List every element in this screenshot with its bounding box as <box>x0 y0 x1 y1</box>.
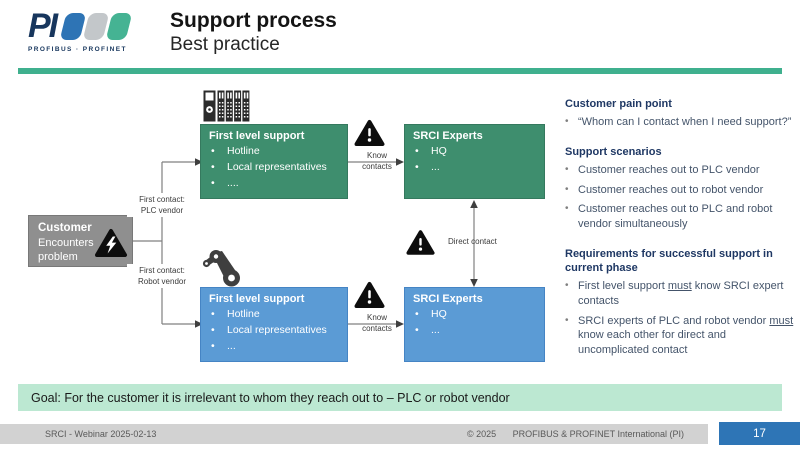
plc-first-level-support-box: First level support •Hotline •Local repr… <box>200 124 348 199</box>
page-number-badge: 17 <box>719 422 800 445</box>
box-bullet: •Hotline <box>211 308 260 320</box>
box-bullet: •Hotline <box>211 145 260 157</box>
notes-column: Customer pain point • “Whom can I contac… <box>565 97 798 362</box>
box-bullet: •HQ <box>415 308 447 320</box>
footer-bar: SRCI - Webinar 2025-02-13 © 2025 PROFIBU… <box>0 424 708 444</box>
requirement-bullet: • SRCI experts of PLC and robot vendor m… <box>565 314 794 356</box>
slide-subtitle: Best practice <box>170 34 280 56</box>
box-title: SRCI Experts <box>413 293 483 305</box>
requirement-bullet: • First level support must know SRCI exp… <box>565 280 784 307</box>
warning-icon-robot <box>354 281 385 309</box>
slide-title-block: Support process Best practice <box>170 8 337 57</box>
box-bullet: •.... <box>211 176 239 189</box>
box-bullet: •Local representatives <box>211 323 327 336</box>
pain-point-bullet: • “Whom can I contact when I need suppor… <box>565 116 792 129</box>
customer-box-title: Customer <box>38 222 92 234</box>
logo-chip-green <box>105 12 133 40</box>
box-bullet: •HQ <box>415 145 447 157</box>
robot-srci-experts-box: SRCI Experts •HQ •... <box>404 287 545 362</box>
logo-chip-gray <box>82 12 110 40</box>
warning-icon-direct <box>406 230 435 255</box>
scenario-bullet: • Customer reaches out to robot vendor <box>565 183 764 196</box>
customer-box-body: Encounters problem <box>38 236 94 264</box>
footer-webinar-label: SRCI - Webinar 2025-02-13 <box>45 429 157 439</box>
pi-logo-mark: PI <box>28 7 133 45</box>
robot-first-level-support-box: First level support •Hotline •Local repr… <box>200 287 348 362</box>
requirements-heading: Requirements for successful support in c… <box>565 247 773 275</box>
scenarios-heading: Support scenarios <box>565 145 662 158</box>
pi-logo-subtitle: PROFIBUS · PROFINET <box>28 46 127 53</box>
direct-contact-label: Direct contact <box>448 237 497 246</box>
scenario-bullet: • Customer reaches out to PLC vendor <box>565 164 760 177</box>
know-contacts-label-robot: Know contacts <box>362 313 392 333</box>
customer-box: Customer Encounters problem <box>28 215 133 267</box>
robot-arm-icon <box>202 250 240 287</box>
box-bullet: •Local representatives <box>211 160 327 173</box>
box-bullet: •... <box>415 160 440 173</box>
warning-icon-plc <box>354 119 385 147</box>
first-contact-robot-label: First contact: Robot vendor <box>127 264 197 289</box>
box-bullet: •... <box>211 339 236 352</box>
pi-logo-text: PI <box>28 7 58 45</box>
box-title: First level support <box>209 293 305 305</box>
first-contact-plc-label: First contact: PLC vendor <box>127 193 197 218</box>
box-title: First level support <box>209 130 305 142</box>
footer-copyright: © 2025 <box>467 429 497 439</box>
slide-title: Support process <box>170 9 337 32</box>
plc-srci-experts-box: SRCI Experts •HQ •... <box>404 124 545 199</box>
pi-logo: PI PROFIBUS · PROFINET <box>28 7 133 53</box>
box-title: SRCI Experts <box>413 130 483 142</box>
footer-organization: PROFIBUS & PROFINET International (PI) <box>512 429 684 439</box>
pain-point-heading: Customer pain point <box>565 98 672 110</box>
plc-device-icon <box>203 90 250 122</box>
problem-warning-icon <box>95 229 127 257</box>
know-contacts-label-plc: Know contacts <box>362 151 392 171</box>
goal-banner: Goal: For the customer it is irrelevant … <box>18 384 782 411</box>
logo-chip-blue <box>59 12 87 40</box>
box-bullet: •... <box>415 323 440 336</box>
header-divider <box>18 68 782 74</box>
scenario-bullet: • Customer reaches out to PLC and robot … <box>565 203 773 231</box>
